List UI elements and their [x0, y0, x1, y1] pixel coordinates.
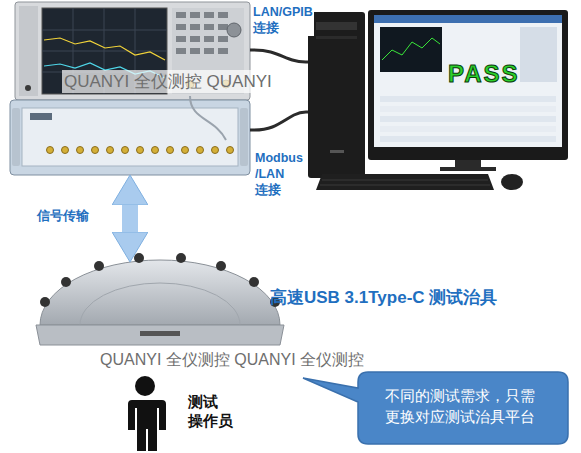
- network-analyzer: [19, 6, 38, 96]
- switch-matrix: [182, 147, 189, 154]
- network-analyzer: [176, 24, 186, 30]
- desktop-pc: [380, 106, 556, 112]
- network-analyzer: [227, 23, 241, 37]
- desktop-pc: [316, 174, 494, 190]
- usb-fixture: [216, 261, 226, 271]
- network-analyzer: [44, 38, 165, 60]
- operator-icon: [128, 400, 166, 451]
- desktop-pc: [322, 180, 488, 181]
- desktop-pc: [374, 15, 562, 147]
- pass-indicator: PASS: [448, 60, 520, 88]
- signal-arrow: [122, 205, 138, 232]
- switch-matrix: [152, 147, 159, 154]
- desktop-pc: [316, 22, 357, 30]
- operator-icon: [128, 376, 166, 451]
- desktop-pc: [380, 126, 556, 132]
- network-analyzer: [204, 24, 214, 30]
- network-analyzer: [190, 24, 200, 30]
- switch-matrix: [212, 147, 219, 154]
- fixture-label: 高速USB 3.1Type-C 测试治具: [270, 286, 497, 309]
- cable: [250, 50, 308, 62]
- desktop-pc: [380, 27, 442, 72]
- network-analyzer: [218, 12, 228, 18]
- operator-icon: [135, 376, 155, 396]
- switch-matrix: [77, 147, 84, 154]
- switch-matrix: [107, 147, 114, 154]
- usb-fixture: [94, 261, 104, 271]
- network-analyzer: [190, 36, 200, 42]
- switch-matrix: [197, 147, 204, 154]
- watermark: QUANYI 全仪测控 QUANYI 全仪测控: [98, 350, 366, 371]
- desktop-pc: [520, 27, 557, 82]
- switch-matrix: [12, 108, 20, 166]
- operator-label: 测试 操作员: [188, 392, 233, 430]
- test-computer: PASS: [308, 10, 568, 192]
- usb-fixture: [249, 277, 259, 287]
- usb-fixture: [80, 283, 240, 325]
- switch-matrix: [122, 147, 129, 154]
- desktop-pc: [380, 136, 556, 142]
- switch-matrix: [227, 147, 234, 154]
- usb-fixture: [176, 253, 186, 263]
- usb-fixture: [36, 325, 284, 345]
- desktop-pc: [308, 12, 365, 178]
- desktop-pc: [382, 38, 440, 60]
- network-analyzer: [176, 36, 186, 42]
- desktop-pc: [330, 150, 344, 153]
- usb-fixture: [40, 260, 280, 325]
- network-analyzer: [218, 24, 228, 30]
- desktop-pc: [308, 10, 568, 190]
- usb-fixture: [134, 253, 144, 263]
- signal-label: 信号传输: [36, 208, 90, 224]
- callout-bubble: 不同的测试需求，只需更换对应测试治具平台: [358, 372, 568, 444]
- desktop-pc: [316, 36, 357, 39]
- network-analyzer: [190, 48, 200, 54]
- switch-matrix: [47, 147, 54, 154]
- network-analyzer: [218, 48, 228, 54]
- callout-text: 不同的测试需求，只需更换对应测试治具平台: [385, 385, 541, 427]
- desktop-pc: [320, 185, 490, 186]
- usb-fixture: [61, 277, 71, 287]
- switch-matrix: [167, 147, 174, 154]
- switch-matrix: [22, 108, 238, 166]
- desktop-pc: [380, 96, 556, 102]
- switch-matrix: [137, 147, 144, 154]
- usb-fixture: [36, 253, 284, 345]
- switch-matrix: [92, 147, 99, 154]
- switch-matrix: [190, 96, 226, 140]
- cable-label: LAN/GPIB 连接: [252, 4, 314, 36]
- desktop-pc: [440, 167, 496, 171]
- network-analyzer: [204, 48, 214, 54]
- watermark: QUANYI 全仪测控 QUANYI: [62, 70, 274, 93]
- usb-fixture: 高速USB 3.1Type-C 测试治具: [36, 258, 520, 346]
- network-analyzer: [204, 36, 214, 42]
- usb-fixture: [140, 331, 180, 336]
- desktop-pc: [374, 15, 562, 23]
- switch-matrix: [62, 147, 69, 154]
- callout-shape: [303, 372, 568, 444]
- switch-matrix: [30, 113, 52, 120]
- network-analyzer: [190, 12, 200, 18]
- switch-matrix: [10, 100, 250, 175]
- switch-matrix: [240, 108, 248, 166]
- network-analyzer: [218, 36, 228, 42]
- desktop-pc: [368, 10, 568, 160]
- cable-label: Modbus /LAN 连接: [254, 150, 304, 198]
- network-analyzer: [176, 48, 186, 54]
- switch-matrix: [10, 100, 250, 175]
- desktop-pc: [380, 116, 556, 122]
- usb-fixture: [40, 297, 50, 307]
- network-analyzer: [25, 85, 31, 91]
- network-analyzer: [176, 12, 186, 18]
- operator: 测试 操作员: [120, 372, 240, 452]
- desktop-pc: [501, 174, 523, 190]
- switch-matrix: [10, 96, 250, 175]
- cable: [250, 112, 308, 130]
- network-analyzer: [204, 12, 214, 18]
